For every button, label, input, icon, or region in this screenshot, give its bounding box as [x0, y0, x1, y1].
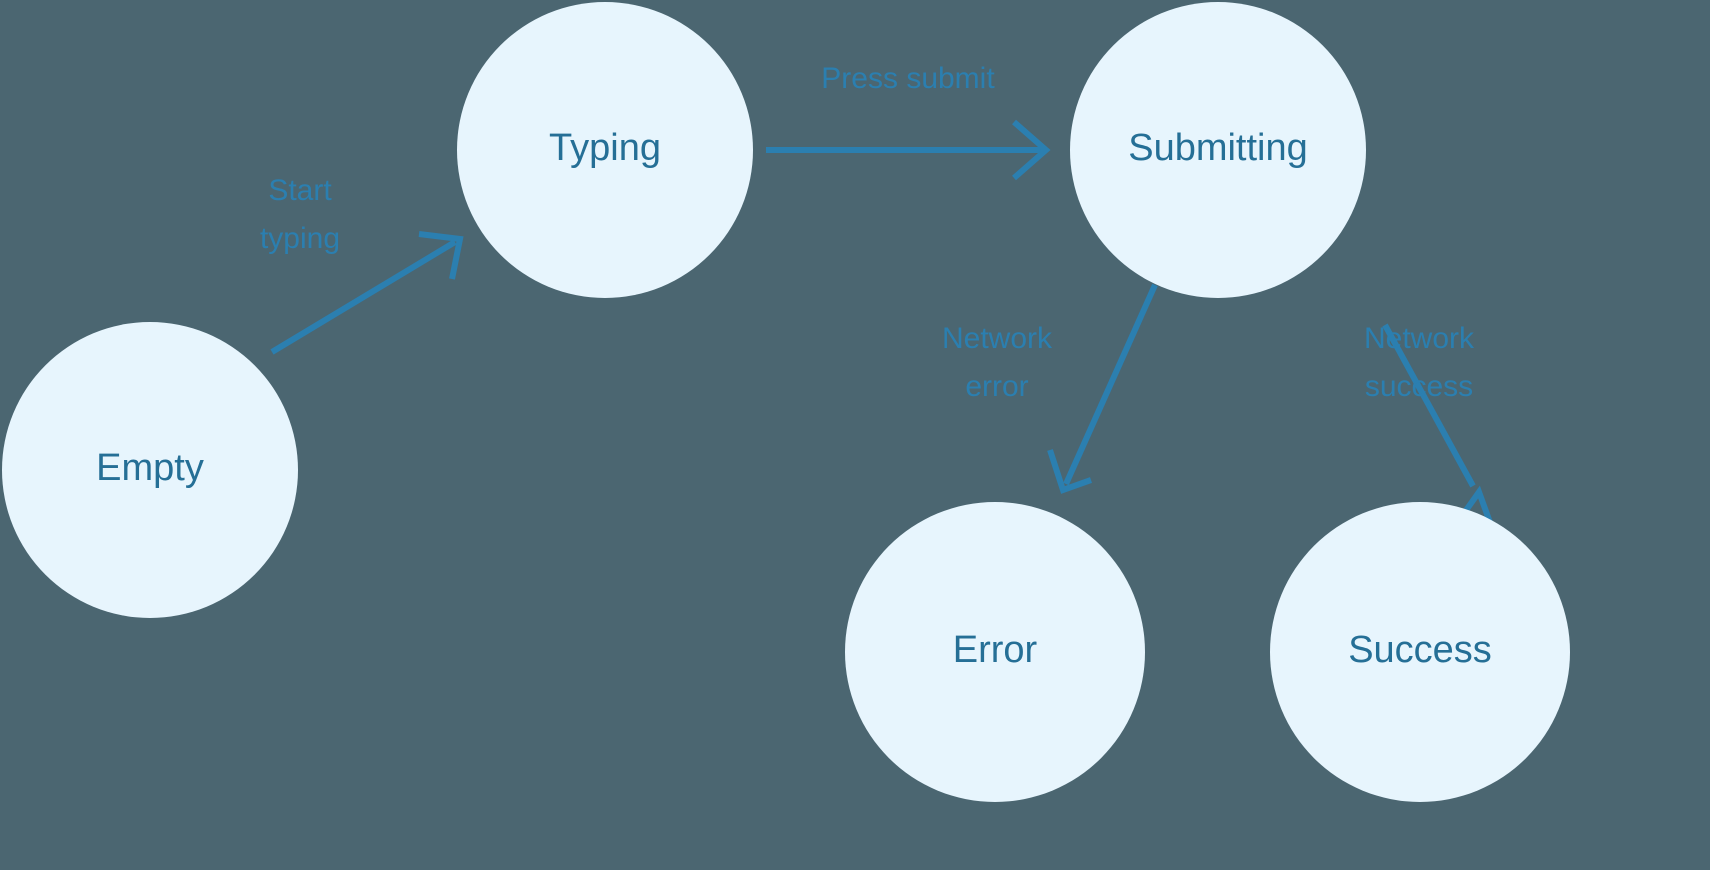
edge-label-submitting-to-error: Network error [942, 322, 1053, 403]
edge-submitting-to-error [1047, 283, 1158, 494]
node-typing[interactable]: Typing [457, 2, 753, 298]
node-empty-label: Empty [96, 447, 204, 489]
node-success-circle[interactable] [1270, 502, 1570, 802]
edge-label-empty-to-typing-line-2: typing [260, 222, 340, 255]
edge-typing-to-submitting [766, 119, 1051, 181]
node-empty-circle[interactable] [2, 322, 298, 618]
edge-submitting-to-success [1382, 323, 1496, 533]
node-typing-circle[interactable] [457, 2, 753, 298]
node-submitting[interactable]: Submitting [1070, 2, 1366, 298]
edge-label-submitting-to-success: Network success [1364, 322, 1475, 403]
node-success[interactable]: Success [1270, 502, 1570, 802]
edge-label-empty-to-typing-line-1: Start [268, 174, 332, 207]
node-error-circle[interactable] [845, 502, 1145, 802]
edge-label-submitting-to-error-line-1: Network [942, 322, 1053, 355]
edge-label-empty-to-typing: Start typing [260, 174, 340, 255]
edge-empty-to-typing-line [270, 239, 457, 355]
node-success-label: Success [1348, 629, 1492, 671]
edge-label-typing-to-submitting-line-1: Press submit [821, 62, 995, 95]
edge-label-submitting-to-success-line-1: Network [1364, 322, 1475, 355]
node-typing-label: Typing [549, 127, 661, 169]
edge-empty-to-typing-arrowhead [418, 231, 464, 280]
node-submitting-label: Submitting [1128, 127, 1308, 169]
node-submitting-circle[interactable] [1070, 2, 1366, 298]
edge-submitting-to-error-arrowhead [1047, 449, 1093, 494]
edge-empty-to-typing [270, 231, 464, 355]
node-error[interactable]: Error [845, 502, 1145, 802]
edge-label-submitting-to-error-line-2: error [965, 370, 1028, 403]
edge-typing-to-submitting-arrowhead [1012, 119, 1051, 181]
edge-submitting-to-success-line [1382, 323, 1476, 488]
edge-label-typing-to-submitting: Press submit [821, 62, 995, 95]
edge-label-submitting-to-success-line-2: success [1365, 370, 1473, 403]
node-empty[interactable]: Empty [2, 322, 298, 618]
edge-submitting-to-error-line [1063, 283, 1158, 486]
node-error-label: Error [953, 629, 1038, 671]
